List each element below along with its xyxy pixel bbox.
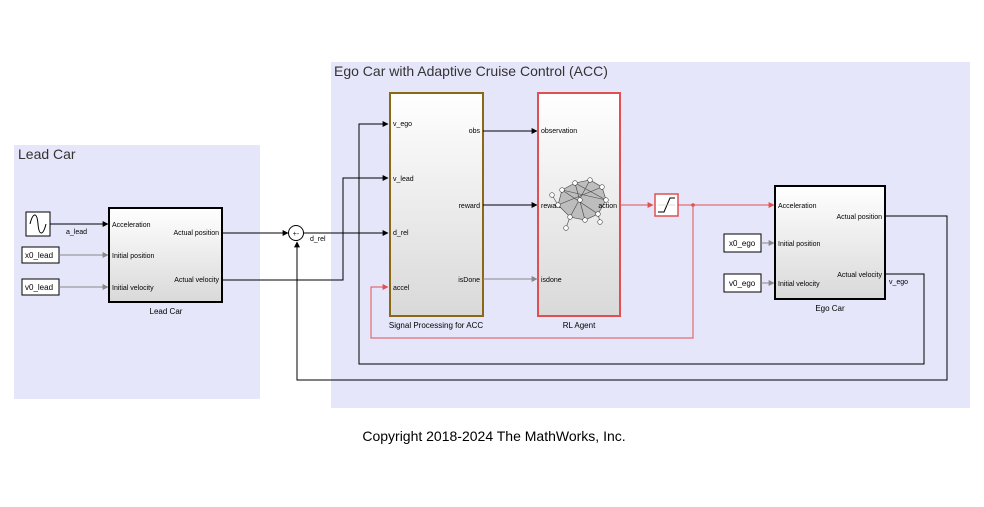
svg-text:x0_ego: x0_ego: [729, 239, 756, 248]
svg-text:x0_lead: x0_lead: [25, 251, 53, 260]
sum-icon: +-: [293, 231, 300, 238]
rl-in-isdone: isdone: [541, 277, 562, 284]
neural-network-icon: [549, 177, 609, 231]
ego-in-initial-position: Initial position: [778, 241, 821, 248]
x0-lead-constant[interactable]: x0_lead: [21, 246, 60, 264]
rl-agent-block[interactable]: observation reward isdone action: [537, 92, 621, 317]
sum-block[interactable]: +-: [288, 225, 304, 241]
lead-out-actual-velocity: Actual velocity: [174, 277, 219, 284]
sine-wave-block[interactable]: [25, 211, 51, 237]
v0-ego-constant[interactable]: v0_ego: [723, 273, 762, 293]
lead-out-actual-position: Actual position: [173, 230, 219, 237]
v0-lead-constant[interactable]: v0_lead: [21, 278, 60, 296]
sp-out-isdone: isDone: [458, 277, 480, 284]
signal-processing-label: Signal Processing for ACC: [389, 321, 483, 330]
v-ego-label: v_ego: [889, 279, 908, 286]
lead-in-initial-position: Initial position: [112, 253, 155, 260]
ego-in-acceleration: Acceleration: [778, 203, 817, 210]
sine-wave-icon: [29, 214, 47, 234]
sp-out-reward: reward: [459, 203, 481, 210]
ego-in-initial-velocity: Initial velocity: [778, 281, 820, 288]
lead-car-block[interactable]: Acceleration Initial position Initial ve…: [108, 207, 223, 303]
a-lead-label: a_lead: [66, 229, 87, 236]
sp-in-v-ego: v_ego: [393, 121, 412, 128]
ego-car-area-title: Ego Car with Adaptive Cruise Control (AC…: [334, 63, 608, 79]
rl-out-action: action: [598, 203, 617, 210]
lead-car-area-title: Lead Car: [18, 146, 76, 162]
svg-text:v0_ego: v0_ego: [729, 279, 756, 288]
ego-out-actual-position: Actual position: [836, 214, 882, 221]
sp-in-d-rel: d_rel: [393, 230, 409, 237]
lead-in-initial-velocity: Initial velocity: [112, 285, 154, 292]
svg-text:v0_lead: v0_lead: [25, 283, 53, 292]
lead-car-label: Lead Car: [150, 307, 183, 316]
sp-out-obs: obs: [469, 128, 481, 135]
sp-in-v-lead: v_lead: [393, 176, 414, 183]
ego-car-label: Ego Car: [815, 304, 845, 313]
rl-agent-label: RL Agent: [563, 321, 596, 330]
signal-processing-block[interactable]: v_ego v_lead d_rel accel obs reward isDo…: [389, 92, 484, 317]
d-rel-label: d_rel: [310, 236, 326, 243]
ego-car-block[interactable]: Acceleration Initial position Initial ve…: [774, 185, 886, 300]
saturation-block[interactable]: [654, 193, 679, 217]
rl-in-reward: reward: [541, 203, 563, 210]
ego-out-actual-velocity: Actual velocity: [837, 272, 882, 279]
sp-in-accel: accel: [393, 285, 410, 292]
rl-in-observation: observation: [541, 128, 577, 135]
lead-in-acceleration: Acceleration: [112, 222, 151, 229]
copyright-text: Copyright 2018-2024 The MathWorks, Inc.: [362, 428, 625, 444]
x0-ego-constant[interactable]: x0_ego: [723, 233, 762, 253]
